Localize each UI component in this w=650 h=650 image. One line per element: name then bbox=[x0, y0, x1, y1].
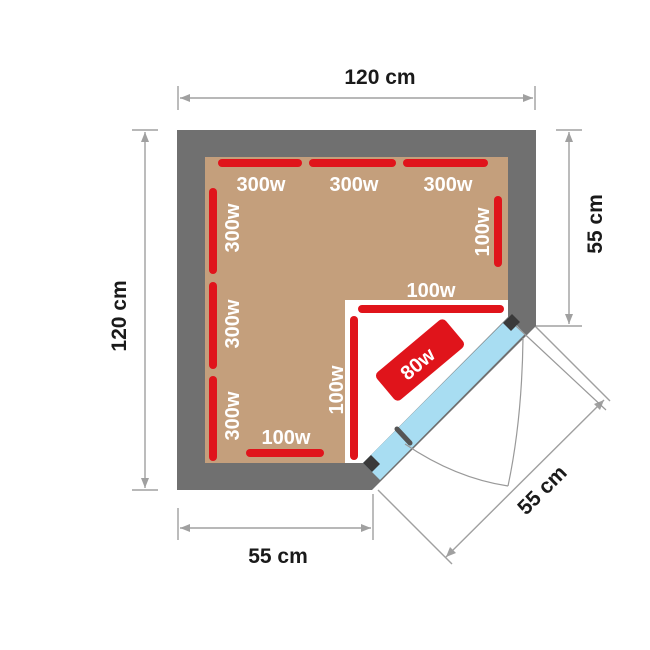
dimension-top-label: 120 cm bbox=[344, 66, 415, 89]
dimension-right: 55 cm bbox=[536, 129, 607, 327]
heater-labels: 300w 300w 300w 100w 300w 300w 300w 100w … bbox=[222, 174, 494, 449]
heater-floor bbox=[376, 319, 464, 401]
glass-front-cap-top bbox=[503, 314, 520, 331]
label-inner-horizontal: 100w bbox=[407, 280, 456, 302]
dimension-top: 120 cm bbox=[177, 66, 536, 110]
glass-front-cap-bottom bbox=[363, 455, 380, 472]
label-right-upper: 100w bbox=[472, 207, 494, 256]
label-left-3: 300w bbox=[222, 391, 244, 440]
label-inner-vertical: 100w bbox=[326, 365, 348, 414]
heaters bbox=[209, 159, 504, 461]
sauna-floor bbox=[205, 157, 508, 463]
label-top-1: 300w bbox=[237, 174, 286, 196]
label-bottom: 100w bbox=[262, 427, 311, 449]
label-left-1: 300w bbox=[222, 203, 244, 252]
label-top-2: 300w bbox=[330, 174, 379, 196]
label-top-3: 300w bbox=[424, 174, 473, 196]
bench-area bbox=[345, 300, 508, 463]
dimension-right-label: 55 cm bbox=[584, 194, 607, 254]
dimension-left: 120 cm bbox=[108, 129, 158, 491]
dimension-bottom: 55 cm bbox=[177, 494, 374, 568]
door-swing bbox=[404, 325, 607, 487]
dimension-left-label: 120 cm bbox=[108, 280, 131, 351]
door-handle bbox=[394, 426, 413, 446]
dimension-bottom-label: 55 cm bbox=[248, 545, 308, 568]
label-left-2: 300w bbox=[222, 299, 244, 348]
dimension-door-label: 55 cm bbox=[513, 461, 571, 519]
